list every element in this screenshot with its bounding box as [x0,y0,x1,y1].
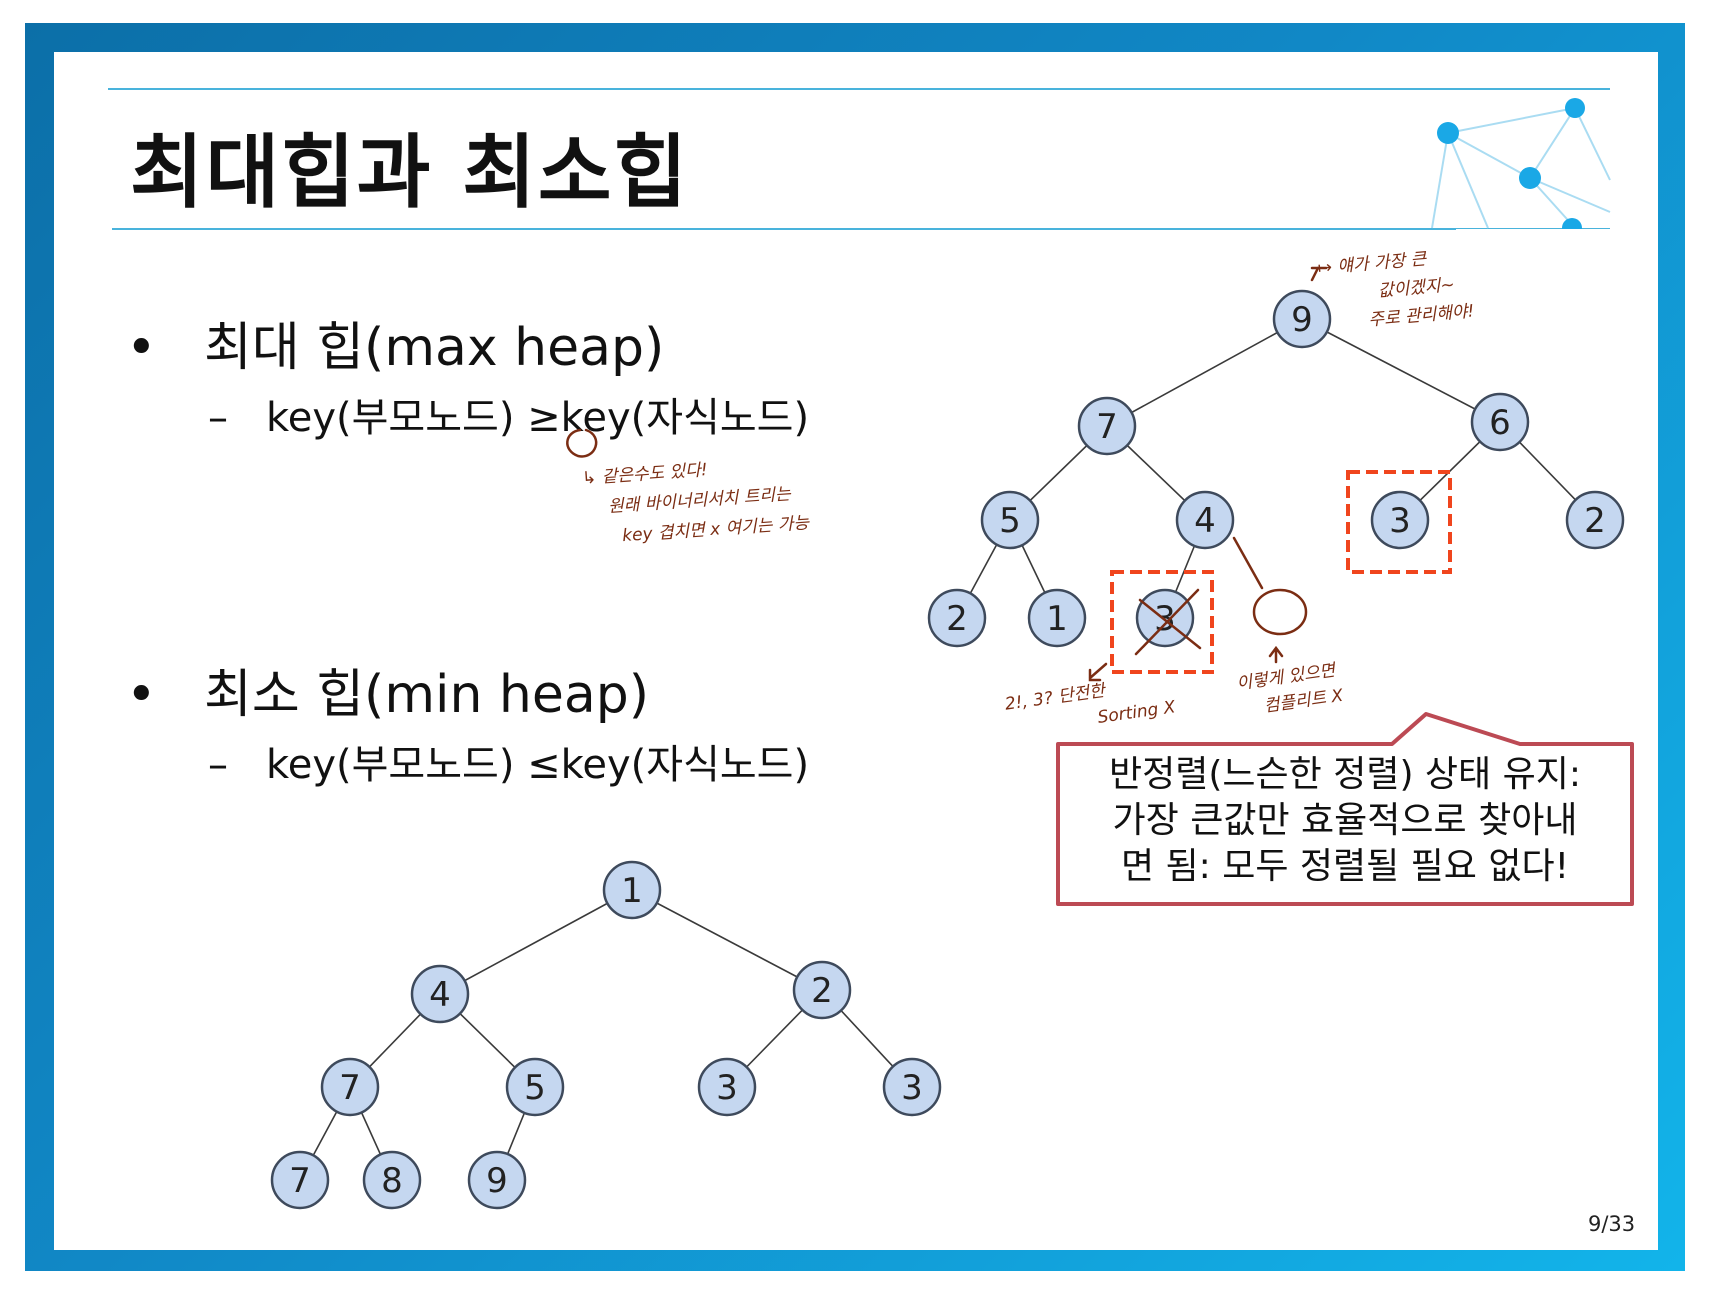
heap-node-value: 4 [1194,501,1216,541]
heap-node: 5 [980,490,1040,550]
heap-node: 3 [882,1057,942,1117]
sub-bullet-min-heap: –key(부모노드) ≤key(자식노드) [208,732,809,790]
heap-node-value: 3 [716,1068,738,1108]
max-heap-nodes: 9 7 6 5 4 3 2 2 1 3 [927,289,1625,648]
heap-node: 9 [1272,289,1332,349]
heap-node-value: 7 [289,1161,311,1201]
heap-node-value: 6 [1489,403,1511,443]
max-heap-rule: key(부모노드) ≥key(자식노드) [266,395,810,441]
heap-node-value: 9 [1291,300,1313,340]
page-number: 9/33 [1588,1212,1636,1236]
heap-node: 3 [697,1057,757,1117]
heap-node-value: 2 [811,971,833,1011]
highlight-box-invalid [1110,570,1214,674]
callout-line: 반정렬(느슨한 정렬) 상태 유지: [1109,754,1581,795]
bullet-min-heap: • 최소 힙(min heap) [126,652,649,727]
heap-node-value: 7 [1096,407,1118,447]
heap-node: 2 [792,960,852,1020]
empty-node-circle-icon [1252,588,1308,636]
heap-node-value: 2 [1584,501,1606,541]
sub-bullet-marker: – [208,395,228,441]
callout-line: 가장 큰값만 효율적으로 찾아내 [1112,800,1578,841]
heap-node-value: 4 [429,975,451,1015]
heap-node-value: 5 [524,1068,546,1108]
heap-node: 7 [270,1150,330,1210]
heap-node: 3 [1370,490,1430,550]
callout-line: 면 됨: 모두 정렬될 필요 없다! [1120,846,1570,887]
bullet-marker: • [126,665,157,725]
heap-node-value: 7 [339,1068,361,1108]
bullet-max-heap-label: 최대 힙(max heap) [204,318,665,378]
heap-node-value: 1 [621,871,643,911]
sub-bullet-max-heap: –key(부모노드) ≥key(자식노드) [208,385,809,443]
heap-node-value: 3 [901,1068,923,1108]
heap-node: 1 [1027,588,1087,648]
heap-node: 7 [1077,396,1137,456]
slide-title: 최대힙과 최소힙 [130,126,690,219]
heap-node: 7 [320,1057,380,1117]
heap-node: 6 [1470,392,1530,452]
title-rule-bottom [112,228,1610,230]
heap-node: 9 [467,1150,527,1210]
heap-node-value: 3 [1389,501,1411,541]
heap-node-value: 8 [381,1161,403,1201]
heap-node: 2 [1565,490,1625,550]
heap-node-value: 1 [1046,599,1068,639]
min-heap-rule: key(부모노드) ≤key(자식노드) [266,742,810,788]
heap-node: 4 [410,964,470,1024]
heap-node-value: 2 [946,599,968,639]
slide-canvas [54,52,1658,1250]
heap-node: 1 [602,860,662,920]
highlight-box-valid [1346,470,1452,574]
heap-node: 4 [1175,490,1235,550]
sub-bullet-marker: – [208,742,228,788]
title-rule-top [108,88,1610,90]
geq-circle-icon [566,428,598,458]
bullet-max-heap: • 최대 힙(max heap) [126,305,664,380]
heap-node: 8 [362,1150,422,1210]
bullet-min-heap-label: 최소 힙(min heap) [204,665,650,725]
heap-node-value: 9 [486,1161,508,1201]
callout-text: 반정렬(느슨한 정렬) 상태 유지: 가장 큰값만 효율적으로 찾아내 면 됨:… [1058,744,1632,904]
heap-node: 2 [927,588,987,648]
min-heap-nodes: 1 4 2 7 5 3 3 7 8 9 [270,860,942,1210]
heap-node: 5 [505,1057,565,1117]
heap-node-value: 5 [999,501,1021,541]
bullet-marker: • [126,318,157,378]
